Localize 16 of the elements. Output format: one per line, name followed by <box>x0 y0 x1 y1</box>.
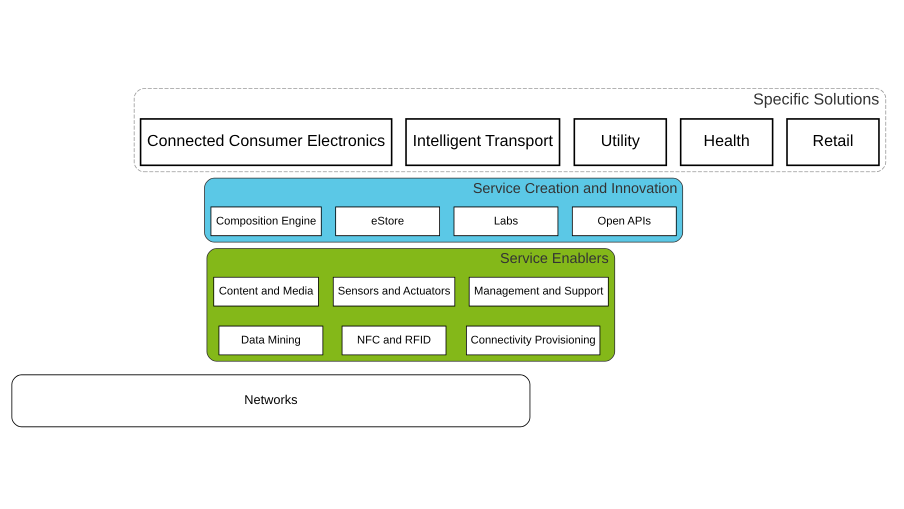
node-box: Networks <box>11 374 530 428</box>
node-box: Health <box>680 118 774 166</box>
node-box: Labs <box>454 206 558 236</box>
node-box: Connectivity Provisioning <box>466 326 600 356</box>
node-box: Intelligent Transport <box>405 118 560 166</box>
node-box: Sensors and Actuators <box>332 276 456 306</box>
node-box: Connected Consumer Electronics <box>140 118 392 166</box>
node-box: eStore <box>335 206 440 236</box>
node-box: Content and Media <box>213 276 319 306</box>
node-box: Management and Support <box>468 276 609 306</box>
node-box: Open APIs <box>572 206 677 236</box>
node-box: Utility <box>574 118 668 166</box>
node-box: Data Mining <box>218 326 324 356</box>
node-box: Retail <box>786 118 880 166</box>
node-box: Composition Engine <box>210 206 322 236</box>
node-box: NFC and RFID <box>342 326 446 356</box>
